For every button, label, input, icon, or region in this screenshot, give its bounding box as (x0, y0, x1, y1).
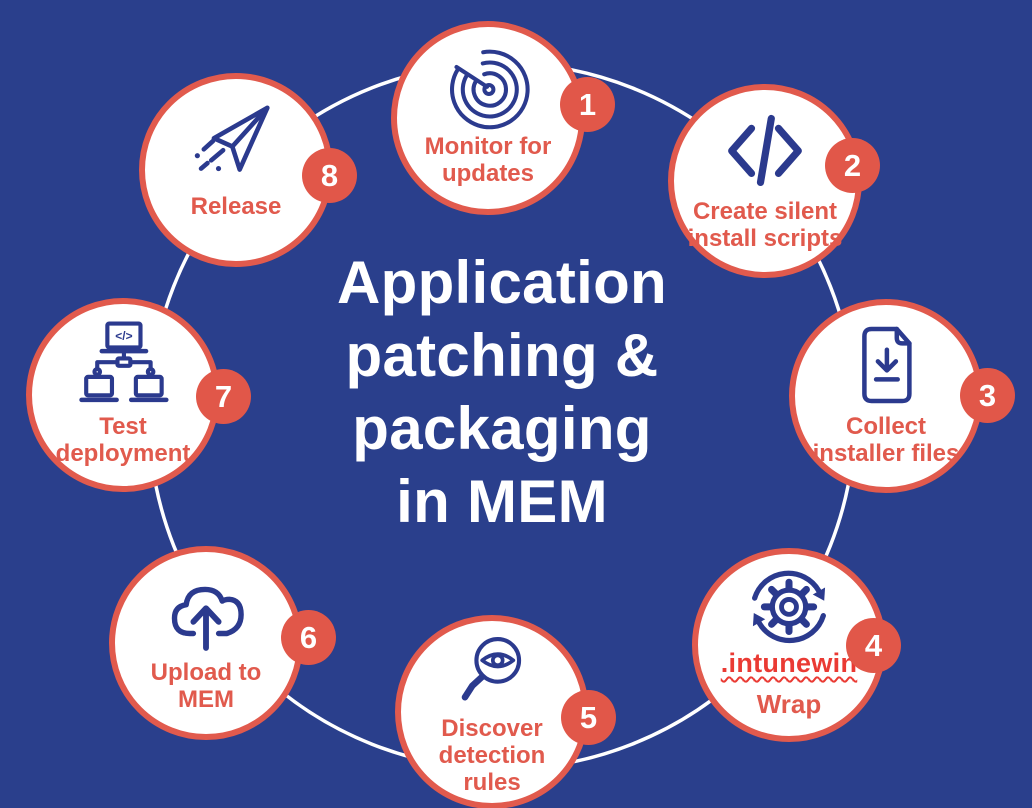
paper-plane-icon (194, 105, 270, 172)
step-number: 4 (864, 627, 883, 663)
step-number: 6 (299, 619, 318, 655)
search-eye-icon (461, 636, 522, 701)
step-number-badge: 8 (302, 148, 357, 203)
test-deployment-icon: </> (79, 321, 169, 403)
step-number: 5 (579, 699, 598, 735)
step-number: 8 (320, 157, 339, 193)
code-icon (728, 114, 802, 186)
step-5-discover-detection-rules: Discover detection rules 5 (395, 615, 616, 808)
step-8-release: Release 8 (139, 73, 357, 267)
step-number-badge: 3 (960, 368, 1015, 423)
step-number-badge: 6 (281, 610, 336, 665)
step-1-monitor-for-updates: Monitor for updates 1 (391, 21, 615, 215)
cloud-upload-icon (171, 586, 244, 651)
step-2-create-silent-install-scripts: Create silent install scripts 2 (668, 84, 880, 278)
step-label: Collect installer files (812, 413, 960, 467)
step-6-upload-to-mem: Upload to MEM 6 (109, 546, 336, 740)
step-number-badge: 1 (560, 77, 615, 132)
page-title: Application patching & packaging in MEM (238, 246, 766, 538)
step-number-badge: 2 (825, 138, 880, 193)
step-label: Create silent install scripts (687, 198, 843, 252)
step-label: Release (190, 193, 282, 220)
intunewin-label: .intunewin (720, 648, 858, 678)
step-number-badge: 5 (561, 690, 616, 745)
title-line-2: patching & (345, 322, 659, 389)
installer-file-download-icon (862, 326, 912, 404)
step-number: 2 (843, 147, 862, 183)
step-number: 7 (214, 378, 233, 414)
step-label: Test deployment (55, 413, 191, 467)
step-number-badge: 4 (846, 618, 901, 673)
step-label: Upload to MEM (150, 659, 262, 713)
step-3-collect-installer-files: Collect installer files 3 (789, 299, 1015, 493)
title-line-4: in MEM (396, 468, 608, 535)
step-label: Wrap (756, 689, 822, 719)
step-number: 3 (978, 377, 997, 413)
step-4-wrap-intunewin: .intunewin Wrap 4 (692, 548, 901, 742)
step-7-test-deployment: </> Test deployment 7 (26, 298, 251, 492)
step-number-badge: 7 (196, 369, 251, 424)
wrap-gear-sync-icon (752, 570, 826, 644)
title-line-3: packaging (352, 395, 652, 462)
step-label: Discover detection rules (438, 715, 546, 796)
step-label: Monitor for updates (424, 133, 552, 187)
title-line-1: Application (337, 249, 667, 316)
step-number: 1 (578, 86, 597, 122)
code-glyph: </> (115, 329, 132, 343)
radar-icon (450, 49, 530, 130)
